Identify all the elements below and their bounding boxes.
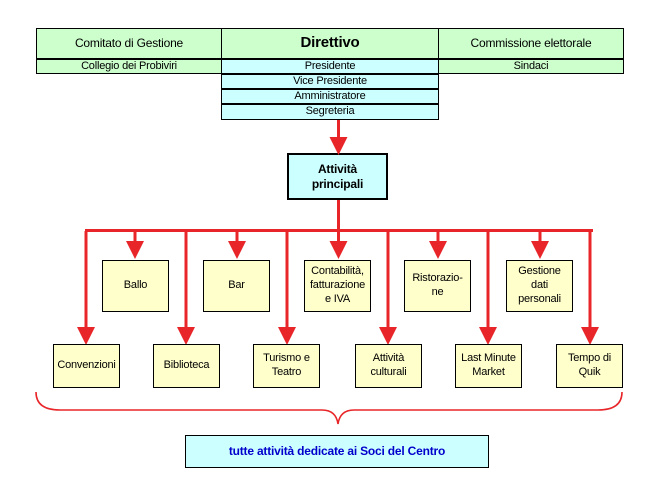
- role-vice-presidente-label: Vice Presidente: [293, 74, 367, 87]
- activity-biblioteca: Biblioteca: [153, 344, 220, 388]
- role-presidente-label: Presidente: [304, 59, 356, 72]
- activity-tempo-di-quik: Tempo di Quik: [556, 344, 623, 388]
- role-segreteria-box: Segreteria: [221, 104, 439, 120]
- role-segreteria-label: Segreteria: [305, 105, 355, 118]
- activity-turismo-teatro: Turismo e Teatro: [253, 344, 320, 388]
- role-vice-presidente-box: Vice Presidente: [221, 74, 439, 89]
- activity-attivita-culturali: Attività culturali: [355, 344, 422, 388]
- activity-attivita-culturali-label: Attività culturali: [370, 352, 407, 378]
- activity-ristorazione: Ristorazio- ne: [404, 260, 471, 312]
- comitato-gestione-box: Comitato di Gestione: [36, 28, 222, 59]
- commissione-elettorale-label: Commissione elettorale: [470, 36, 592, 50]
- activity-biblioteca-label: Biblioteca: [163, 359, 210, 372]
- connector-direttivo-to-main: [337, 120, 340, 142]
- activity-ballo-label: Ballo: [123, 279, 148, 292]
- activity-gestione-dati: Gestione dati personali: [506, 260, 573, 312]
- comitato-gestione-label: Comitato di Gestione: [74, 36, 184, 50]
- footer-label: tutte attività dedicate ai Soci del Cent…: [228, 444, 446, 458]
- curly-brace: [35, 391, 623, 425]
- sindaci-box: Sindaci: [438, 59, 624, 74]
- activity-tempo-di-quik-label: Tempo di Quik: [567, 352, 612, 378]
- activity-bar-label: Bar: [228, 279, 245, 292]
- activity-convenzioni-label: Convenzioni: [57, 359, 116, 372]
- footer-box: tutte attività dedicate ai Soci del Cent…: [185, 435, 489, 468]
- activity-gestione-dati-label: Gestione dati personali: [518, 265, 561, 305]
- activity-convenzioni: Convenzioni: [53, 344, 120, 388]
- activity-bar: Bar: [203, 260, 270, 312]
- attivita-principali-label: Attività principali: [311, 161, 364, 191]
- activity-ristorazione-label: Ristorazio- ne: [412, 272, 463, 298]
- activity-ballo: Ballo: [102, 260, 169, 312]
- collegio-probiviri-label: Collegio dei Probiviri: [81, 59, 177, 72]
- attivita-principali-box: Attività principali: [287, 153, 388, 200]
- activity-contabilita-label: Contabilità, fatturazione e IVA: [309, 265, 366, 305]
- role-presidente-box: Presidente: [221, 59, 439, 74]
- sindaci-label: Sindaci: [513, 59, 549, 72]
- direttivo-label: Direttivo: [300, 34, 360, 52]
- connector-main-down: [337, 200, 340, 231]
- connector-horizontal-bar: [85, 229, 593, 232]
- role-amministratore-box: Amministratore: [221, 89, 439, 104]
- activity-last-minute-market: Last Minute Market: [455, 344, 522, 388]
- activity-turismo-teatro-label: Turismo e Teatro: [263, 352, 310, 378]
- activity-contabilita: Contabilità, fatturazione e IVA: [304, 260, 371, 312]
- direttivo-box: Direttivo: [221, 28, 439, 59]
- commissione-elettorale-box: Commissione elettorale: [438, 28, 624, 59]
- role-amministratore-label: Amministratore: [294, 89, 366, 102]
- collegio-probiviri-box: Collegio dei Probiviri: [36, 59, 222, 74]
- activity-last-minute-market-label: Last Minute Market: [461, 352, 516, 378]
